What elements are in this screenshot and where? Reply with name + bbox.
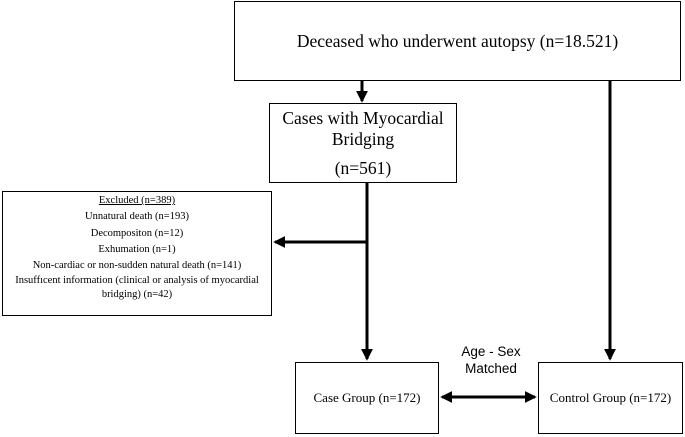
myocardial-bridging-box: Cases with Myocardial Bridging (n=561) [269,103,457,183]
age-sex-matched-label: Age - Sex Matched [461,344,521,376]
excluded-box: Excluded (n=389) Unnatural death (n=193)… [2,191,272,316]
myocardial-bridging-count: (n=561) [334,157,392,178]
excluded-reason-decomposition: Decompositon (n=12) [90,227,184,239]
excluded-reason-exhumation: Exhumation (n=1) [98,243,176,255]
case-group-label: Case Group (n=172) [313,390,421,405]
autopsy-box: Deceased who underwent autopsy (n=18.521… [234,1,681,81]
control-group-label: Control Group (n=172) [549,390,672,405]
excluded-reason-unnatural: Unnatural death (n=193) [85,211,189,223]
excluded-reason-non-cardiac: Non-cardiac or non-sudden natural death … [32,260,242,272]
myocardial-bridging-title: Cases with Myocardial Bridging [282,107,444,149]
autopsy-label: Deceased who underwent autopsy (n=18.521… [296,30,619,51]
excluded-reason-insufficient-info: Insuffıcent information (clinical or ana… [15,275,259,300]
excluded-heading: Excluded (n=389) [98,195,176,206]
case-group-box: Case Group (n=172) [295,362,439,434]
control-group-box: Control Group (n=172) [538,362,683,434]
